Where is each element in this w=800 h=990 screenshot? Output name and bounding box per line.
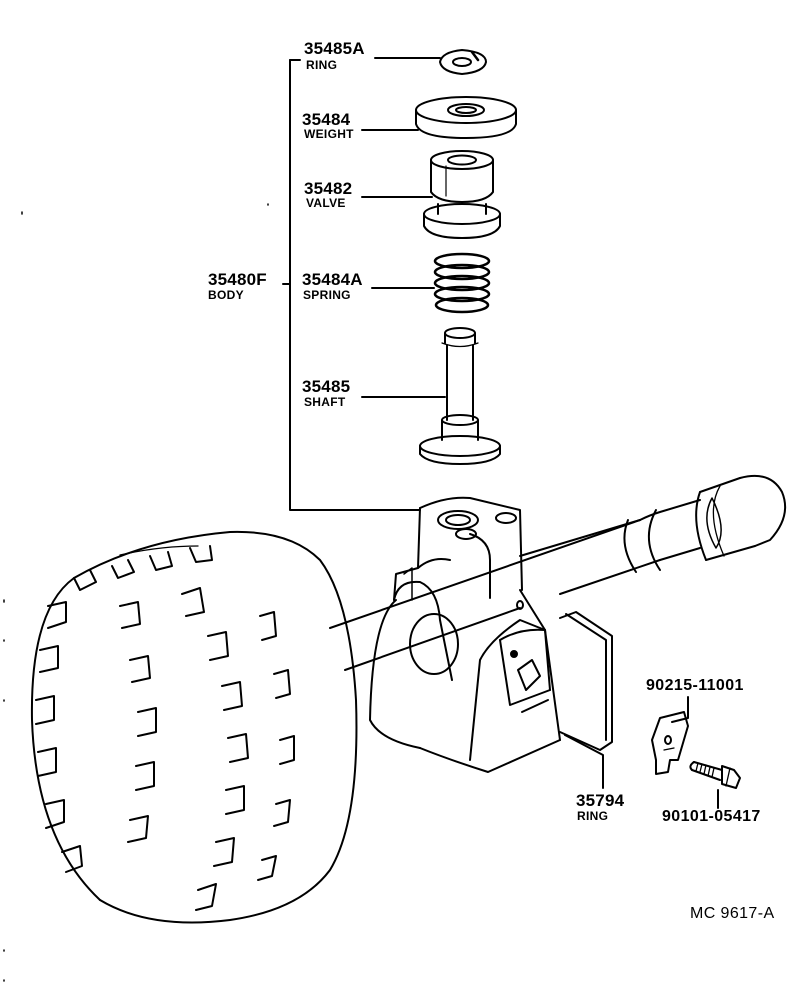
bolt-90101-05417-number: 90101-05417	[662, 808, 761, 825]
spring-35484a-number: 35484A	[302, 270, 363, 289]
weight-35484-part	[415, 96, 517, 139]
shaft-35485-name: SHAFT	[304, 395, 346, 409]
shaft-35485-part	[419, 327, 501, 465]
spring-35484a-name: SPRING	[303, 288, 351, 302]
ring-35794-part	[559, 611, 613, 751]
leader-lines	[282, 57, 719, 809]
shaft-35485-number: 35485	[302, 377, 351, 396]
ring-35485a-name: RING	[306, 58, 338, 72]
plate-90215-11001-part	[651, 711, 689, 775]
governor-drum	[30, 530, 358, 924]
valve-35482-name: VALVE	[306, 196, 346, 210]
valve-35482-number: 35482	[304, 179, 353, 198]
ring-35794-number: 35794	[576, 791, 625, 810]
ring-35794-name: RING	[577, 809, 609, 823]
plate-90215-11001-number: 90215-11001	[646, 677, 744, 694]
bolt-90101-05417-part	[689, 761, 741, 789]
weight-35484-number: 35484	[302, 110, 351, 129]
print-specks	[3, 203, 269, 982]
diagram-code: MC 9617-A	[690, 905, 775, 922]
ring-35485a-number: 35485A	[304, 39, 365, 58]
governor-body-housing	[369, 496, 561, 773]
body-35480f-number: 35480F	[208, 270, 267, 289]
weight-35484-name: WEIGHT	[304, 127, 354, 141]
ring-35485a-part	[439, 49, 487, 75]
governor-shaft	[329, 474, 786, 671]
spring-35484a-part	[433, 252, 491, 314]
valve-35482-part	[423, 150, 501, 239]
body-35480f-name: BODY	[208, 288, 244, 302]
